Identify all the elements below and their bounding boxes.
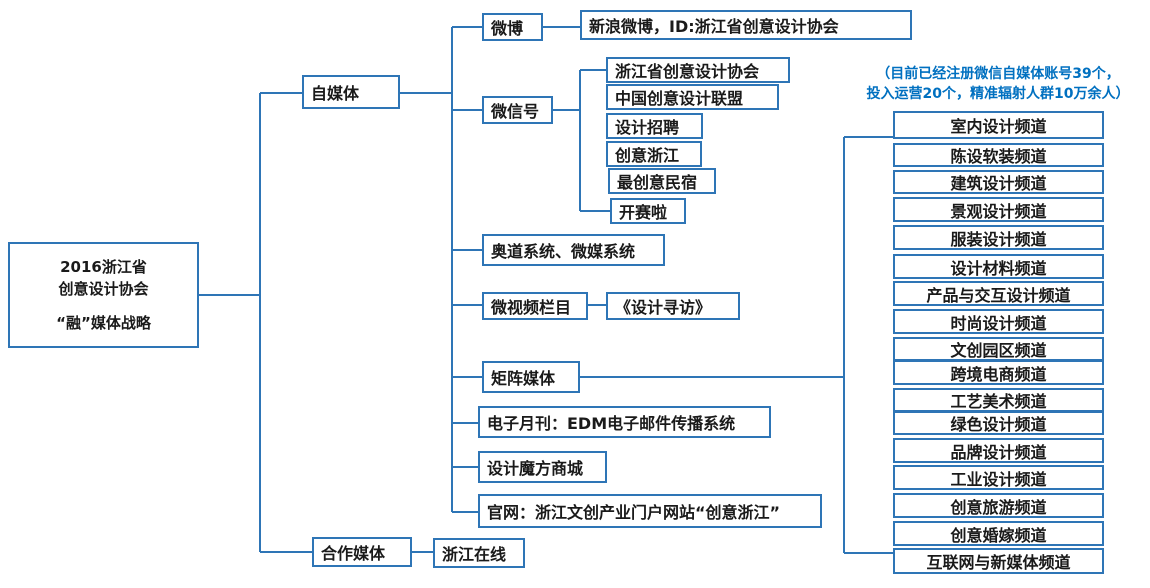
node-video: 微视频栏目 [482,292,588,320]
node-partner-detail: 浙江在线 [433,538,525,568]
channel-item: 服装设计频道 [893,225,1104,250]
weixin-account: 最创意民宿 [608,168,716,194]
root-title-line2: 创意设计协会 [58,280,149,298]
node-video-detail: 《设计寻访》 [606,292,740,320]
weixin-account: 开赛啦 [610,198,686,224]
root-title-line1: 2016浙江省 [60,258,147,276]
node-edm: 电子月刊：EDM电子邮件传播系统 [478,406,771,438]
node-matrix: 矩阵媒体 [482,361,580,393]
weixin-account: 浙江省创意设计协会 [606,57,790,83]
channel-item: 创意旅游频道 [893,493,1104,518]
channel-item: 工艺美术频道 [893,388,1104,412]
node-weibo: 微博 [482,13,543,41]
channel-item: 跨境电商频道 [893,360,1104,385]
root-title-line3: “融”媒体战略 [56,314,151,332]
weixin-account: 创意浙江 [606,141,702,167]
channel-item: 文创园区频道 [893,337,1104,361]
node-partner-media: 合作媒体 [312,537,412,567]
matrix-note-line2: 投入运营20个，精准辐射人群10万余人） [866,86,1130,102]
channel-item: 品牌设计频道 [893,438,1104,463]
channel-item: 设计材料频道 [893,254,1104,279]
node-mall: 设计魔方商城 [478,451,607,483]
weixin-account: 设计招聘 [606,113,703,139]
node-aodao: 奥道系统、微媒系统 [482,234,665,266]
channel-item: 创意婚嫁频道 [893,521,1104,546]
channel-item: 互联网与新媒体频道 [893,548,1104,574]
root-node: 2016浙江省 创意设计协会 “融”媒体战略 [8,242,199,348]
node-weixin: 微信号 [482,96,553,124]
channel-item: 陈设软装频道 [893,143,1104,167]
channel-item: 产品与交互设计频道 [893,281,1104,306]
channel-item: 景观设计频道 [893,197,1104,222]
channel-item: 绿色设计频道 [893,411,1104,435]
weixin-account: 中国创意设计联盟 [606,84,779,110]
channel-item: 时尚设计频道 [893,309,1104,334]
matrix-note: （目前已经注册微信自媒体账号39个， 投入运营20个，精准辐射人群10万余人） [848,64,1148,104]
matrix-note-line1: （目前已经注册微信自媒体账号39个， [876,66,1120,82]
channel-item: 室内设计频道 [893,111,1104,139]
node-website: 官网：浙江文创产业门户网站“创意浙江” [478,494,822,528]
channel-item: 建筑设计频道 [893,170,1104,194]
node-self-media: 自媒体 [302,75,400,109]
node-weibo-detail: 新浪微博，ID:浙江省创意设计协会 [580,10,912,40]
channel-item: 工业设计频道 [893,465,1104,490]
